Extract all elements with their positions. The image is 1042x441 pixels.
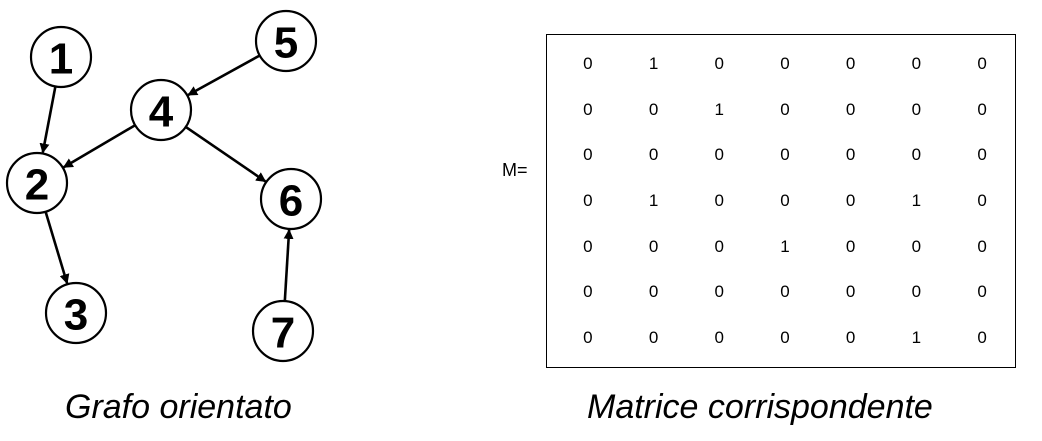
matrix-cell: 0 (583, 282, 593, 302)
matrix-cell: 0 (648, 282, 659, 302)
node-label: 4 (149, 88, 174, 137)
matrix-cell: 0 (780, 327, 790, 347)
matrix-cell: 0 (845, 282, 856, 302)
matrix-cell: 0 (583, 327, 593, 347)
matrix-row: 0 0 0 0 0 0 0 (555, 269, 1015, 315)
matrix-cell: 0 (583, 53, 593, 73)
matrix-cell: 0 (845, 236, 856, 256)
matrix-cell: 1 (911, 190, 922, 210)
matrix-cell: 0 (583, 99, 593, 119)
graph-node-7: 7 (251, 299, 315, 363)
node-label: 2 (25, 161, 49, 210)
matrix-cell: 0 (911, 145, 922, 165)
node-label: 3 (64, 291, 88, 340)
matrix-caption: Matrice corrispondente (587, 388, 933, 426)
node-label: 5 (274, 19, 298, 68)
matrix-cell: 0 (977, 145, 987, 165)
matrix-cell: 0 (977, 99, 987, 119)
matrix-cell: 0 (977, 53, 987, 73)
node-circle (129, 78, 193, 142)
matrix-cell: 0 (911, 99, 922, 119)
matrix-cell: 0 (845, 145, 856, 165)
matrix-row: 0 0 1 0 0 0 0 (555, 87, 1015, 133)
matrix-cell: 0 (911, 236, 922, 256)
graph-node-4: 4 (129, 78, 193, 142)
node-circle (5, 151, 69, 215)
graph-caption: Grafo orientato (65, 388, 292, 426)
matrix-cell: 0 (648, 236, 659, 256)
matrix-cell: 0 (780, 145, 790, 165)
edge-4-to-2 (62, 124, 136, 169)
matrix-prefix-label: M= (502, 160, 528, 180)
matrix-cell: 0 (977, 190, 987, 210)
node-label: 6 (279, 177, 303, 226)
graph-node-5: 5 (254, 9, 318, 73)
edge-5-to-4 (187, 54, 261, 97)
node-circle (29, 25, 93, 89)
matrix-cell: 1 (648, 53, 659, 73)
matrix-cell: 0 (714, 327, 724, 347)
edge-7-to-6 (283, 228, 294, 302)
edge-4-to-6 (185, 125, 267, 183)
matrix-cell: 0 (845, 190, 856, 210)
matrix-cell: 1 (911, 327, 922, 347)
matrix-cell: 0 (977, 327, 987, 347)
node-label: 1 (49, 35, 73, 84)
matrix-cell: 0 (911, 282, 922, 302)
matrix-cell: 0 (714, 145, 724, 165)
matrix-cell: 0 (583, 236, 593, 256)
matrix-cell: 1 (714, 99, 724, 119)
matrix-row: 0 1 0 0 0 1 0 (555, 178, 1015, 224)
matrix-cell: 1 (780, 236, 790, 256)
graph-node-6: 6 (259, 167, 323, 231)
matrix-cell: 0 (911, 53, 922, 73)
matrix-row: 0 0 0 0 0 1 0 (555, 315, 1015, 361)
node-label: 7 (271, 309, 295, 358)
node-circle (259, 167, 323, 231)
matrix-cell: 0 (648, 327, 659, 347)
matrix-cell: 0 (977, 282, 987, 302)
matrix-row: 0 1 0 0 0 0 0 (555, 41, 1015, 87)
matrix-cell: 0 (845, 327, 856, 347)
matrix-cell: 0 (714, 236, 724, 256)
matrix-cell: 0 (583, 145, 593, 165)
matrix-cell: 0 (845, 53, 856, 73)
edge-1-to-2 (39, 86, 57, 154)
matrix-row: 0 0 0 0 0 0 0 (555, 132, 1015, 178)
matrix-cell: 0 (780, 53, 790, 73)
graph-node-1: 1 (29, 25, 93, 89)
matrix-cell: 0 (714, 282, 724, 302)
node-circle (251, 299, 315, 363)
graph-node-2: 2 (5, 151, 69, 215)
matrix-cell: 0 (780, 282, 790, 302)
node-circle (44, 281, 108, 345)
matrix-cell: 0 (845, 99, 856, 119)
matrix-cell: 0 (977, 236, 987, 256)
edge-2-to-3 (44, 211, 70, 285)
matrix-cell: 0 (583, 190, 593, 210)
matrix-cell: 0 (714, 190, 724, 210)
matrix-cell: 0 (714, 53, 724, 73)
node-circle (254, 9, 318, 73)
matrix-cell: 0 (780, 99, 790, 119)
matrix-row: 0 0 0 1 0 0 0 (555, 224, 1015, 270)
matrix-cell: 0 (648, 145, 659, 165)
directed-graph: 1 2 3 4 5 6 7 (5, 9, 323, 363)
graph-node-3: 3 (44, 281, 108, 345)
matrix-cell: 0 (780, 190, 790, 210)
matrix-cell: 1 (648, 190, 659, 210)
matrix-cell: 0 (648, 99, 659, 119)
